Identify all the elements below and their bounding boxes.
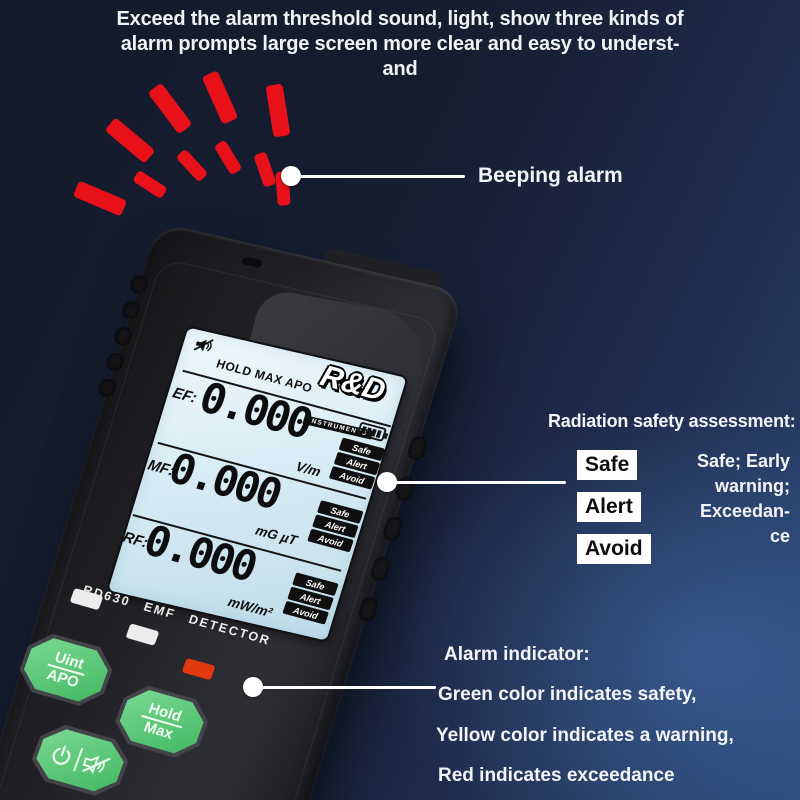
alarm-ray — [265, 83, 291, 138]
reading-label: EF: — [170, 384, 200, 407]
alarm-ray — [104, 117, 156, 164]
beeping-alarm-callout-dot — [281, 166, 301, 186]
reading-unit: V/m — [293, 458, 323, 480]
battery-level-icon — [357, 422, 389, 442]
safety-badges: Safe Alert Avoid — [282, 572, 339, 626]
alert-legend-badge: Alert — [577, 492, 641, 522]
alarm-ray — [175, 148, 209, 183]
emf-detector-device: HOLD MAX APO R&D INSTRUMENTS EF: 0.000 — [0, 222, 465, 800]
safety-badges: Safe Alert Avoid — [307, 500, 364, 554]
alarm-indicator-callout-line — [262, 686, 436, 689]
power-icon — [48, 742, 77, 769]
headline-line-3: and — [382, 58, 418, 80]
headline-line-1: Exceed the alarm threshold sound, light,… — [116, 8, 684, 30]
alarm-indicator-line-red: Red indicates exceedance — [438, 765, 675, 786]
alarm-ray — [213, 139, 243, 176]
beeping-alarm-label: Beeping alarm — [478, 164, 623, 187]
assessment-description-line: Exceedan- — [699, 501, 790, 521]
alarm-indicator-heading: Alarm indicator: — [444, 644, 590, 665]
power-mute-button[interactable] — [26, 719, 135, 800]
alarm-indicator-line-yellow: Yellow color indicates a warning, — [436, 725, 734, 746]
reading-row-ef: EF: 0.000 V/m Safe Alert Avoid — [154, 369, 395, 499]
alarm-ray — [72, 180, 128, 217]
assessment-description-line: Safe; Early — [696, 451, 790, 471]
muted-beeper-icon — [193, 339, 214, 352]
beeping-alarm-callout-line — [300, 175, 465, 178]
headline-line-2: alarm prompts large screen more clear an… — [120, 33, 680, 55]
assessment-callout-line — [396, 481, 566, 484]
assessment-description: Safe; Early warning; Exceedan- ce — [648, 449, 790, 549]
lcd-screen: HOLD MAX APO R&D INSTRUMENTS EF: 0.000 — [108, 327, 407, 641]
avoid-legend-badge: Avoid — [577, 534, 651, 564]
alarm-ray — [147, 82, 193, 135]
assessment-heading: Radiation safety assessment: — [548, 411, 796, 431]
safe-legend-badge: Safe — [577, 450, 638, 480]
alarm-ray — [253, 151, 277, 188]
alarm-indicator-line-green: Green color indicates safety, — [438, 684, 697, 705]
reading-unit: mW/m² — [226, 594, 275, 621]
assessment-callout-dot — [377, 472, 397, 492]
headline: Exceed the alarm threshold sound, light,… — [0, 7, 800, 82]
speaker-off-icon — [80, 751, 112, 779]
alarm-indicator-callout-dot — [243, 677, 263, 697]
assessment-description-line: warning; — [715, 476, 790, 496]
alarm-ray — [132, 169, 168, 200]
assessment-description-line: ce — [769, 526, 790, 546]
